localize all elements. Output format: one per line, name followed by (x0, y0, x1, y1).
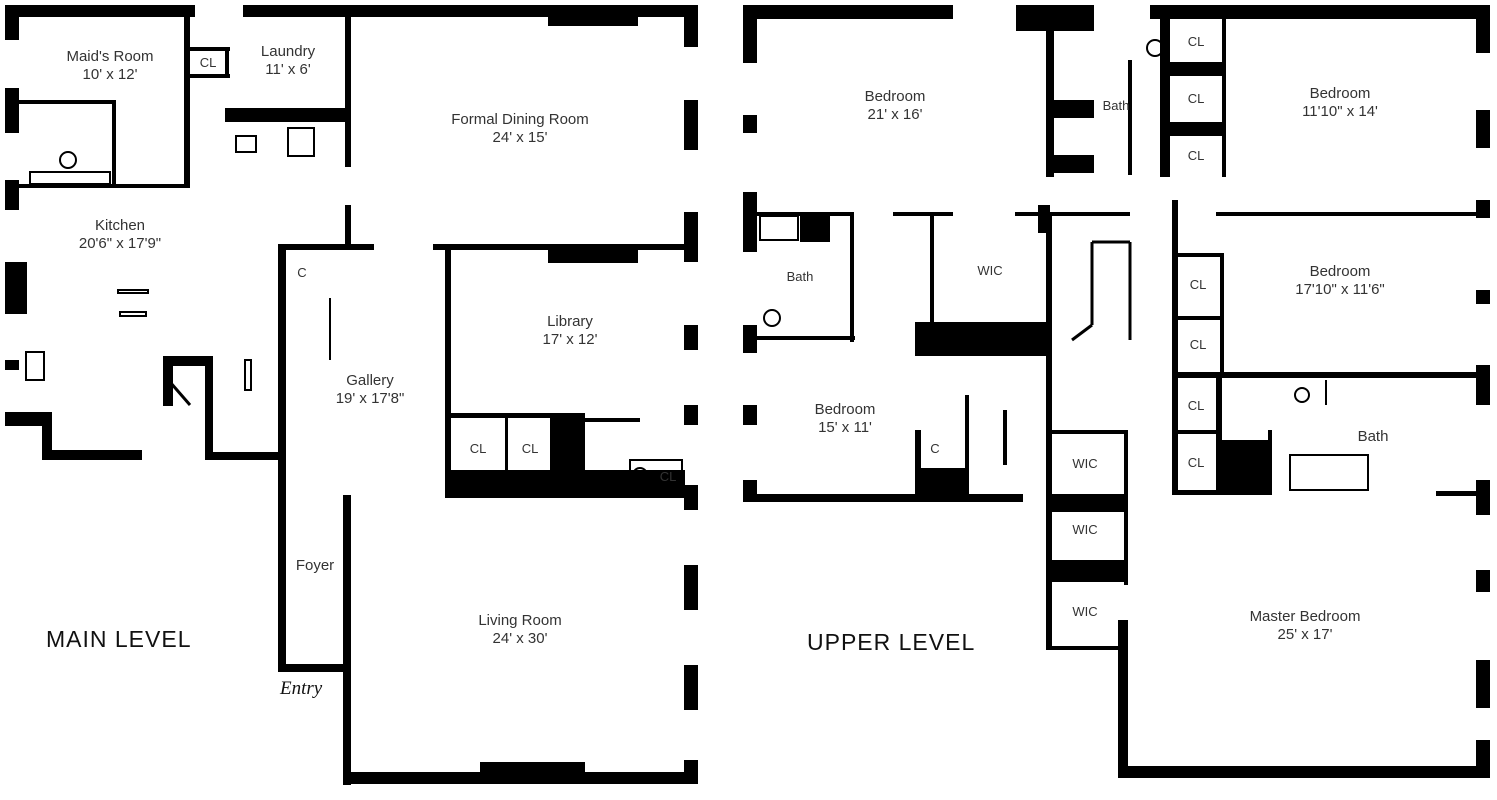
formal-dining-name: Formal Dining Room (451, 111, 589, 128)
bedroom-3-label: Bedroom 17'10" x 11'6" (1270, 263, 1410, 299)
kitchen-dims: 20'6" x 17'9" (78, 235, 162, 252)
closet-bath-1: CL (1187, 398, 1205, 413)
closet-mid-2: CL (1189, 337, 1207, 352)
closet-mid-1: CL (1189, 277, 1207, 292)
kitchen-name: Kitchen (94, 217, 146, 234)
closet-top-1: CL (1187, 34, 1205, 49)
bedroom-3-dims: 17'10" x 11'6" (1295, 281, 1385, 298)
wic-top-label: WIC (977, 263, 1003, 278)
bedroom-2-name: Bedroom (1309, 85, 1371, 102)
main-level-title: MAIN LEVEL (46, 626, 192, 652)
master-bedroom-name: Master Bedroom (1249, 608, 1361, 625)
laundry-label: Laundry 11' x 6' (238, 43, 338, 79)
maids-room-name: Maid's Room (66, 48, 154, 65)
bedroom-4-name: Bedroom (814, 401, 876, 418)
library-dims: 17' x 12' (542, 331, 598, 348)
wic-1-label: WIC (1072, 456, 1098, 471)
living-room-label: Living Room 24' x 30' (450, 612, 590, 648)
laundry-dims: 11' x 6' (265, 61, 311, 78)
bath-right-label: Bath (1357, 428, 1389, 445)
kitchen-label: Kitchen 20'6" x 17'9" (50, 217, 190, 253)
gallery-closet-label: C (297, 265, 307, 280)
bedroom-1-name: Bedroom (864, 88, 926, 105)
closet-top-3: CL (1187, 148, 1205, 163)
bedroom-1-label: Bedroom 21' x 16' (835, 88, 955, 124)
bedroom-2-dims: 11'10" x 14' (1302, 103, 1378, 120)
closet-top-2: CL (1187, 91, 1205, 106)
bath-left-label: Bath (786, 269, 814, 284)
main-level-walls (5, 5, 698, 785)
library-name: Library (547, 313, 593, 330)
main-level-fixtures (25, 127, 683, 493)
library-closet-2: CL (521, 441, 539, 456)
maids-room-dims: 10' x 12' (82, 66, 138, 83)
living-room-dims: 24' x 30' (492, 630, 548, 647)
library-label: Library 17' x 12' (510, 313, 630, 349)
maids-closet-label: CL (199, 55, 217, 70)
upper-level-fixtures (759, 39, 1369, 491)
formal-dining-dims: 24' x 15' (492, 129, 548, 146)
upper-level-walls (743, 5, 1490, 778)
upper-level-title: UPPER LEVEL (807, 629, 976, 655)
laundry-name: Laundry (260, 43, 316, 60)
master-bedroom-dims: 25' x 17' (1277, 626, 1333, 643)
library-closet-3: CL (659, 469, 677, 484)
wic-2-label: WIC (1072, 522, 1098, 537)
entry-label: Entry (280, 678, 323, 699)
gallery-dims: 19' x 17'8" (335, 390, 405, 407)
maids-room-label: Maid's Room 10' x 12' (40, 48, 180, 84)
bedroom-3-name: Bedroom (1309, 263, 1371, 280)
closet-bath-2: CL (1187, 455, 1205, 470)
wic-3-label: WIC (1072, 604, 1098, 619)
gallery-label: Gallery 19' x 17'8" (305, 372, 435, 408)
master-bedroom-label: Master Bedroom 25' x 17' (1225, 608, 1385, 644)
library-closet-1: CL (469, 441, 487, 456)
bedroom-4-label: Bedroom 15' x 11' (785, 401, 905, 437)
gallery-name: Gallery (346, 372, 394, 389)
bedroom-2-label: Bedroom 11'10" x 14' (1280, 85, 1400, 121)
bedroom-4-dims: 15' x 11' (818, 419, 872, 436)
formal-dining-label: Formal Dining Room 24' x 15' (415, 111, 625, 147)
foyer-label: Foyer (295, 557, 335, 574)
bedroom-1-dims: 21' x 16' (867, 106, 923, 123)
bath-top-label: Bath (1102, 98, 1130, 113)
bedroom-4-closet: C (930, 441, 940, 456)
living-room-name: Living Room (478, 612, 562, 629)
